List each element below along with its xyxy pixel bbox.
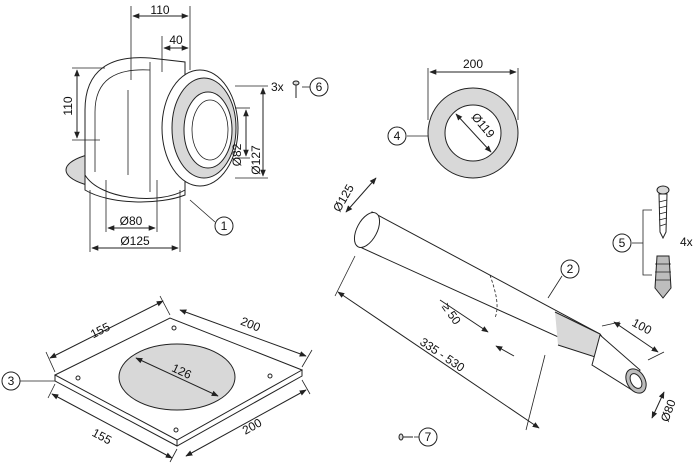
anchor-plug bbox=[654, 255, 672, 299]
wall-plate-screw-hole-right bbox=[267, 373, 273, 379]
pipe-part: Ø125 335 - 530 ≥ 50 100 Ø80 2 bbox=[330, 177, 679, 431]
pipe-length-label: 335 - 530 bbox=[417, 335, 467, 375]
pipe-outer-dia-label: Ø125 bbox=[330, 182, 357, 215]
wall-plate-side-bl-label: 155 bbox=[90, 426, 115, 448]
rosette-width-label: 200 bbox=[463, 57, 483, 71]
rosette-callout-label: 4 bbox=[394, 129, 401, 143]
anchors-callout-circle bbox=[612, 233, 632, 253]
wall-plate-side-tl-label: 155 bbox=[88, 320, 112, 342]
anchors-qty: 4x bbox=[680, 235, 693, 249]
anchor-screw-head bbox=[656, 185, 670, 195]
anchors-part: 5 4x bbox=[612, 185, 693, 299]
wall-plate-side-br-label: 200 bbox=[240, 415, 265, 437]
elbow-width-label: 110 bbox=[150, 3, 169, 17]
rosette-callout-circle bbox=[387, 126, 407, 146]
anchor-screw-body bbox=[658, 193, 668, 240]
wall-plate-screw-hole-top bbox=[171, 325, 177, 331]
pipe-callout-label: 2 bbox=[567, 262, 574, 276]
wall-plate-side-tr-label: 200 bbox=[239, 314, 263, 335]
elbow-offset-label: 40 bbox=[169, 33, 183, 47]
wall-plate-part: 155 200 155 200 126 3 bbox=[1, 295, 313, 463]
pipe-callout-circle bbox=[560, 259, 580, 279]
pipe-min-insert-label: ≥ 50 bbox=[439, 300, 464, 327]
screw-6-part: 3x 6 bbox=[271, 77, 329, 98]
wall-plate-screw-hole-left bbox=[75, 375, 81, 381]
elbow-callout-label: 1 bbox=[221, 219, 228, 233]
screw-6-callout-circle bbox=[309, 77, 329, 97]
wall-plate-callout-label: 3 bbox=[8, 374, 15, 388]
elbow-dimensions: 110 40 110 Ø82 Ø127 Ø80 Ø125 1 bbox=[61, 3, 268, 252]
elbow-inner-dia-label: Ø82 bbox=[230, 143, 244, 166]
elbow-callout-circle bbox=[214, 216, 234, 236]
screw-6-callout-label: 6 bbox=[316, 80, 323, 94]
screw-7-callout-circle bbox=[418, 427, 438, 447]
pipe-end-length-label: 100 bbox=[630, 316, 655, 338]
wall-plate-screw-hole-bottom bbox=[173, 427, 179, 433]
elbow-bottom-outer-label: Ø125 bbox=[120, 234, 150, 248]
anchors-callout-label: 5 bbox=[619, 236, 626, 250]
elbow-bottom-inner-label: Ø80 bbox=[120, 214, 143, 228]
elbow-outer-dia-label: Ø127 bbox=[249, 145, 263, 175]
elbow-part bbox=[65, 57, 239, 203]
screw-6-head bbox=[292, 80, 300, 86]
rosette-part: 200 Ø119 4 bbox=[387, 57, 519, 179]
pipe-inner-dia-label: Ø80 bbox=[658, 397, 679, 423]
screw-7-head bbox=[398, 433, 404, 441]
elbow-body bbox=[84, 57, 186, 203]
pipe-open-end bbox=[353, 212, 381, 248]
wall-plate-callout-circle bbox=[1, 371, 21, 391]
elbow-outlet-inner bbox=[183, 91, 233, 169]
screw-7-callout-label: 7 bbox=[425, 430, 432, 444]
screw-6-qty: 3x bbox=[271, 80, 284, 94]
elbow-height-label: 110 bbox=[61, 96, 75, 115]
screw-7-part: 7 bbox=[398, 427, 438, 447]
